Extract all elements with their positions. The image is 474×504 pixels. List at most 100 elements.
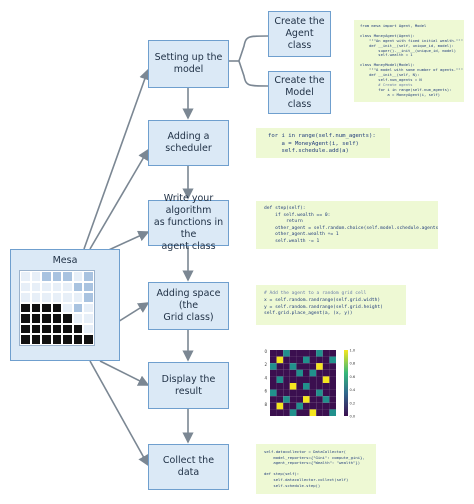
heatmap-cell	[303, 383, 310, 390]
heatmap-cell	[303, 409, 310, 416]
code-line: x = self.random.randrange(self.grid.widt…	[264, 297, 381, 303]
mesa-grid-cell	[30, 323, 42, 335]
heatmap-cell	[283, 363, 290, 370]
mesa-grid-cell	[30, 281, 42, 293]
code-line: self.datacollector.collect(self)	[264, 476, 349, 482]
mesa-grid-cell	[62, 292, 73, 303]
mesa-grid-cell	[83, 313, 94, 324]
mesa-grid-cell	[20, 302, 31, 314]
mesa-grid-cell	[41, 271, 52, 282]
mesa-grid-cell	[51, 292, 63, 303]
mesa-grid-image	[19, 270, 95, 346]
heatmap-cell	[289, 356, 297, 364]
mesa-grid-cell	[30, 302, 42, 314]
code-line: a = MoneyAgent(i, self)	[360, 91, 441, 97]
code-line: for i in range(self.num_agents):	[360, 86, 452, 92]
heatmap-cell	[283, 350, 290, 357]
branch-model-class: Create the Model class	[268, 71, 331, 114]
colorbar-tick: 0.4	[350, 388, 356, 392]
heatmap-cell	[322, 356, 330, 364]
heatmap-cell	[276, 389, 284, 397]
heatmap-cell	[296, 376, 303, 383]
heatmap-cell	[270, 369, 277, 377]
code-line: self.datacollector = DataCollector(	[264, 449, 346, 454]
heatmap-cell	[296, 356, 303, 364]
colorbar-tick: 0.8	[350, 362, 356, 366]
heatmap-cell	[322, 350, 330, 357]
code-line: self.num_agents = N	[360, 76, 422, 82]
branch-agent-class: Create the Agent class	[268, 11, 331, 57]
heatmap-cell	[283, 369, 290, 377]
heatmap-cell	[276, 356, 284, 364]
heatmap-cell	[322, 396, 330, 403]
heatmap-cell	[296, 402, 303, 410]
heatmap-cell	[329, 389, 336, 397]
mesa-grid-cell	[83, 334, 94, 345]
heatmap-cell	[329, 350, 336, 357]
mesa-grid-cell	[41, 323, 52, 335]
heatmap-cell	[289, 409, 297, 416]
heatmap-cell	[316, 402, 323, 410]
heatmap-cell	[329, 376, 336, 383]
heatmap-ytick: 2	[264, 362, 267, 367]
step-collect-data: Collect the data	[148, 444, 229, 490]
code-line: other_agent.wealth += 1	[264, 232, 339, 238]
brace-branches	[237, 35, 269, 87]
heatmap-cell	[322, 376, 330, 383]
code-line: from mesa import Agent, Model	[360, 23, 427, 28]
mesa-grid-cell	[72, 334, 84, 345]
heatmap-cell	[322, 383, 330, 390]
heatmap-cell	[289, 396, 297, 403]
heatmap-cell	[322, 369, 330, 377]
colorbar-tick: 0.2	[350, 401, 356, 405]
heatmap-cell	[316, 383, 323, 390]
heatmap-cell	[276, 376, 284, 383]
code-line: def __init__(self, N):	[360, 72, 420, 78]
colorbar-tick: 1.0	[350, 349, 356, 353]
heatmap-cell	[283, 356, 290, 364]
heatmap-cell	[329, 363, 336, 370]
heatmap-cell	[289, 350, 297, 357]
code-line: model_reporters={"Gini": compute_gini},	[264, 454, 365, 460]
mesa-grid-cell	[51, 302, 63, 314]
heatmap-cell	[329, 383, 336, 390]
heatmap-cell	[289, 402, 297, 410]
heatmap-cell	[276, 369, 284, 377]
heatmap-cell	[309, 356, 317, 364]
heatmap-cell	[270, 409, 277, 416]
heatmap-cell	[270, 363, 277, 370]
code-line: if self.wealth == 0:	[264, 212, 331, 218]
heatmap-cell	[283, 402, 290, 410]
code-algorithm: def step(self): if self.wealth == 0: ret…	[256, 201, 438, 249]
colorbar-tick: 0.0	[350, 415, 356, 419]
mesa-grid-cell	[51, 323, 63, 335]
heatmap-cell	[316, 350, 323, 357]
heatmap-cell	[270, 396, 277, 403]
mesa-grid-cell	[72, 281, 84, 293]
mesa-grid-cell	[30, 313, 42, 324]
code-line: def __init__(self, unique_id, model):	[360, 42, 454, 48]
mesa-grid-cell	[41, 281, 52, 293]
heatmap-cell	[276, 409, 284, 416]
heatmap-cell	[276, 350, 284, 357]
heatmap-cell	[303, 350, 310, 357]
heatmap-cell	[316, 356, 323, 364]
heatmap-cell	[303, 396, 310, 403]
heatmap-cell	[283, 409, 290, 416]
heatmap-cell	[303, 376, 310, 383]
code-line: return	[264, 219, 303, 225]
code-line: self.wealth -= 1	[264, 238, 320, 244]
heatmap-cell	[289, 369, 297, 377]
mesa-grid-cell	[41, 334, 52, 345]
heatmap-cell	[322, 402, 330, 410]
heatmap-cell	[309, 389, 317, 397]
heatmap-cell	[296, 389, 303, 397]
mesa-grid-cell	[83, 302, 94, 314]
mesa-grid-cell	[72, 271, 84, 282]
mesa-grid-cell	[20, 313, 31, 324]
heatmap-cell	[329, 356, 336, 364]
heatmap-cell	[283, 396, 290, 403]
